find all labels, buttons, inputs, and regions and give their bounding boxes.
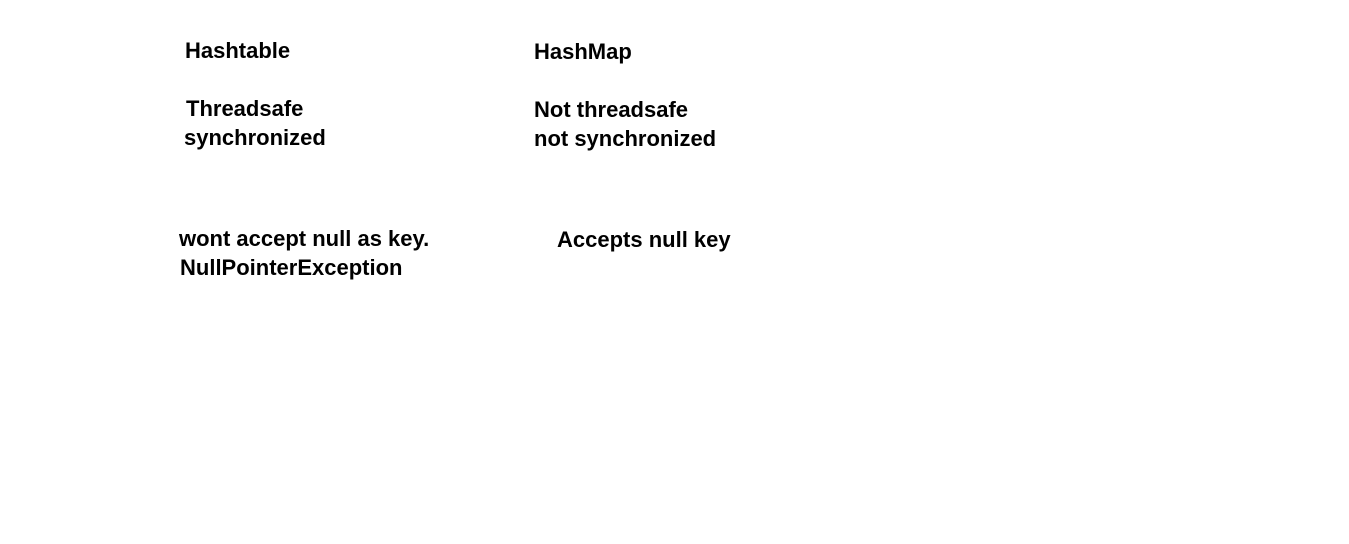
hashmap-heading: HashMap — [534, 39, 632, 64]
hashmap-thread-safety: Not threadsafe — [534, 97, 689, 122]
hashtable-heading: Hashtable — [185, 38, 291, 63]
hashmap-synchronization: not synchronized — [534, 126, 717, 151]
hashtable-null-key: wont accept null as key. — [179, 226, 430, 251]
hashtable-null-key-exception: NullPointerException — [180, 255, 403, 280]
hashtable-thread-safety: Threadsafe — [186, 96, 304, 121]
hashmap-null-key: Accepts null key — [557, 227, 731, 252]
hashtable-synchronization: synchronized — [184, 125, 326, 150]
